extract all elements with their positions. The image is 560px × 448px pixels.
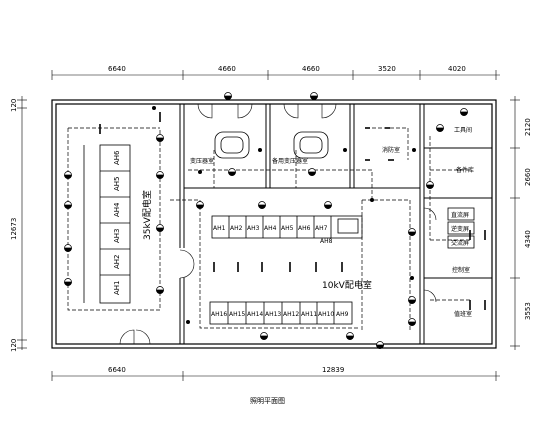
dim-bottom-1: 6640	[108, 366, 126, 374]
transformer-1-symbol	[214, 131, 250, 159]
cabinet-block-10kv-bottom	[209, 301, 353, 325]
cabinet-10kv-ah9: AH9	[336, 311, 349, 318]
cabinet-10kv-ah5: AH5	[281, 225, 294, 232]
room-label-10kv: 10kV配电室	[322, 279, 372, 291]
cabinet-10kv-ah8: AH8	[320, 238, 333, 245]
room-label-fire-room: 消防室	[382, 146, 400, 154]
dim-right-3: 4340	[524, 230, 532, 248]
room-label-transformer-2: 备用变压器室	[272, 157, 308, 165]
room-label-tool-room: 工具间	[454, 126, 472, 134]
cabinet-10kv-ah15: AH15	[229, 311, 245, 318]
room-label-control-room: 控制室	[452, 266, 470, 274]
room-label-duty-room: 值班室	[454, 310, 472, 318]
cabinet-labels-10kv-bottom: AH16 AH15 AH14 AH13 AH12 AH11 AH10 AH9	[211, 311, 349, 318]
cabinet-35kv-ah6: AH6	[113, 150, 121, 165]
interior-walls	[179, 104, 492, 344]
cabinet-10kv-ah1: AH1	[213, 225, 226, 232]
dim-left-small-top: 120	[10, 99, 18, 112]
cabinet-10kv-ah2: AH2	[230, 225, 243, 232]
dim-top-2: 4660	[218, 65, 236, 73]
cabinet-labels-10kv-top: AH1 AH2 AH3 AH4 AH5 AH6 AH7 AH8	[213, 225, 333, 245]
dim-right-1: 2120	[524, 118, 532, 136]
cabinet-block-10kv-top	[211, 215, 363, 239]
dim-right-2: 2660	[524, 168, 532, 186]
cabinet-10kv-ah10: AH10	[318, 311, 334, 318]
ceiling-light-dots	[152, 106, 416, 324]
cabinet-10kv-ah13: AH13	[265, 311, 281, 318]
dim-bottom-2: 12839	[322, 366, 344, 374]
cabinet-block-35kv	[83, 144, 131, 304]
cabinet-10kv-ah14: AH14	[247, 311, 263, 318]
transformer-2-symbol	[293, 131, 329, 159]
top-dimension-line	[51, 70, 500, 80]
cabinet-35kv-ah3: AH3	[113, 228, 121, 243]
cabinet-35kv-ah5: AH5	[113, 176, 121, 191]
room-label-spare-room: 备件库	[456, 166, 474, 174]
room-label-35kv: 35kV配电室	[141, 190, 153, 240]
exterior-walls	[51, 99, 497, 349]
cabinet-10kv-ah3: AH3	[247, 225, 260, 232]
cabinet-10kv-ah6: AH6	[298, 225, 311, 232]
dim-top-3: 4660	[302, 65, 320, 73]
dim-top-1: 6640	[108, 65, 126, 73]
room-label-dc-screen: 直流屏	[451, 211, 469, 219]
cabinet-10kv-ah4: AH4	[264, 225, 277, 232]
room-label-ac-screen: 交流屏	[451, 239, 469, 247]
cabinet-10kv-ah11: AH11	[301, 311, 317, 318]
left-dimension-line	[17, 96, 27, 350]
cabinet-35kv-ah2: AH2	[113, 254, 121, 269]
room-label-inverter-screen: 逆变屏	[451, 225, 469, 233]
cabinet-10kv-ah16: AH16	[211, 311, 227, 318]
bottom-dimension-line	[51, 371, 500, 381]
dim-left-total: 12673	[10, 218, 18, 240]
dim-right-4: 3553	[524, 302, 532, 320]
room-label-transformer-1: 变压器室	[190, 157, 214, 165]
cabinet-10kv-ah7: AH7	[315, 225, 328, 232]
cabinet-10kv-ah12: AH12	[283, 311, 299, 318]
dim-top-4: 3520	[378, 65, 396, 73]
screen-cabinets	[447, 207, 475, 249]
door-swings	[119, 103, 437, 345]
emergency-light-symbols	[64, 92, 468, 349]
right-dimension-line	[510, 96, 520, 350]
dim-left-small-bottom: 120	[10, 339, 18, 352]
dim-top-5: 4020	[448, 65, 466, 73]
cabinet-35kv-ah1: AH1	[113, 280, 121, 295]
drawing-caption: 照明平面图	[250, 397, 285, 405]
cabinet-35kv-ah4: AH4	[113, 202, 121, 217]
light-fixtures	[99, 112, 486, 310]
